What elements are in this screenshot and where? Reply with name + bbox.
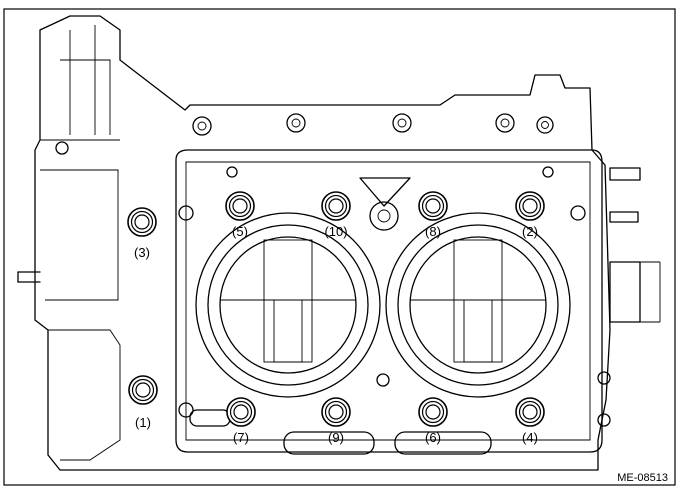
cylinder-bore-right <box>385 212 571 398</box>
bolt-head-ring <box>425 198 441 214</box>
crankcase-outline <box>34 15 611 471</box>
bolt-label: (8) <box>425 224 441 239</box>
bolt-2: (2) <box>515 191 545 239</box>
top-bosses <box>55 113 554 155</box>
bolt-head-ring <box>425 404 441 420</box>
bolt-head-ring <box>328 198 344 214</box>
bolt-head-ring <box>522 198 538 214</box>
bolt-head-ring <box>328 404 344 420</box>
bolt-8: (8) <box>418 191 448 239</box>
bolt-label: (3) <box>134 245 150 260</box>
bolt-5: (5) <box>225 191 255 239</box>
bolt-4: (4) <box>515 397 545 445</box>
bolt-head-ring <box>232 198 248 214</box>
cylinder-bore-left <box>195 212 381 398</box>
center-triangle <box>359 177 411 207</box>
cylinder-head-bolts: (1) (2) (3) (4) (5) (6) (7) (8) (9) (10) <box>127 191 545 445</box>
figure-reference-code: ME-08513 <box>617 472 668 484</box>
bolt-head-ring <box>135 382 151 398</box>
bolt-7: (7) <box>226 397 256 445</box>
left-flange <box>40 25 120 301</box>
bolt-label: (7) <box>233 430 249 445</box>
bolt-1: (1) <box>128 375 158 430</box>
figure-border <box>3 8 676 486</box>
bolt-label: (10) <box>324 224 347 239</box>
bolt-head-ring <box>233 404 249 420</box>
deck-inner <box>185 161 591 441</box>
bolt-3: (3) <box>127 207 157 260</box>
bolt-label: (6) <box>425 430 441 445</box>
bolt-6: (6) <box>418 397 448 445</box>
bolt-10: (10) <box>321 191 351 239</box>
bolt-head-ring <box>522 404 538 420</box>
right-side-details <box>570 167 661 427</box>
deck-surface <box>175 149 603 453</box>
bolt-label: (9) <box>328 430 344 445</box>
bolt-9: (9) <box>321 397 351 445</box>
left-rib <box>48 329 121 461</box>
bolt-label: (5) <box>232 224 248 239</box>
bolt-label: (1) <box>135 415 151 430</box>
deck-small-holes <box>178 166 554 418</box>
bolt-head-ring <box>134 214 150 230</box>
bolt-label: (4) <box>522 430 538 445</box>
bolt-label: (2) <box>522 224 538 239</box>
center-dowel <box>369 201 399 231</box>
